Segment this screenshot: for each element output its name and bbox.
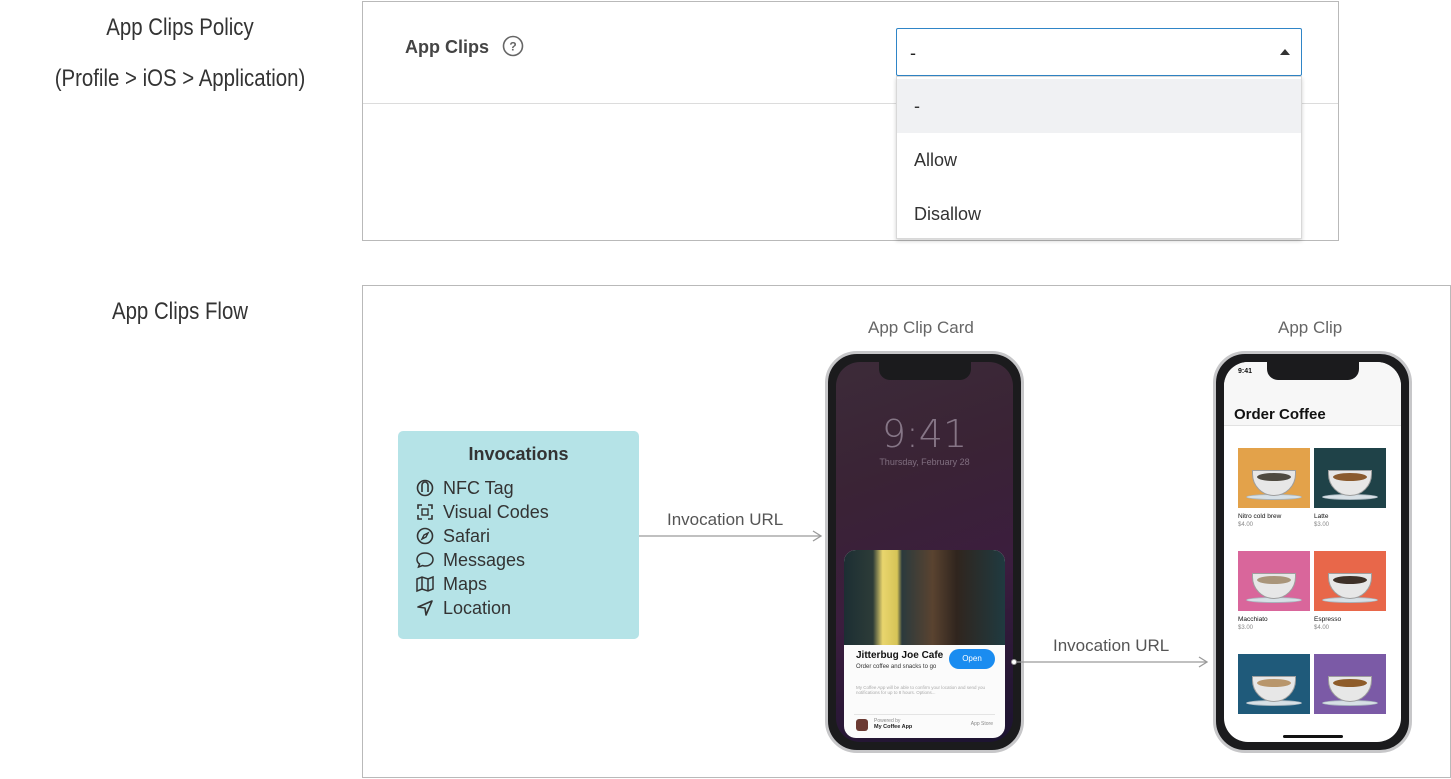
coffee-item-price: $3.00 — [1314, 522, 1330, 528]
coffee-item-price: $3.00 — [1238, 625, 1254, 631]
invocation-maps: Maps — [415, 572, 487, 596]
app-clip-caption: App Clip — [1278, 318, 1343, 337]
select-value: - — [910, 43, 916, 63]
policy-title: App Clips Policy — [106, 14, 254, 41]
invocation-url-label-2: Invocation URL — [1053, 636, 1170, 655]
card-footer: Powered by My Coffee App App Store — [854, 714, 995, 732]
card-subtitle: Order coffee and snacks to go — [856, 664, 937, 670]
lock-date: Thursday, February 28 — [879, 457, 970, 467]
home-indicator — [1282, 735, 1343, 738]
flow-title: App Clips Flow — [111, 298, 249, 325]
invocation-visual-codes: Visual Codes — [415, 500, 549, 524]
safari-compass-icon — [416, 527, 434, 545]
coffee-item-price: $4.00 — [1314, 625, 1330, 631]
coffee-cup-icon — [1328, 676, 1372, 702]
coffee-item-name: Espresso — [1314, 616, 1342, 623]
arrow-right-icon — [1011, 656, 1209, 668]
order-coffee-title: Order Coffee — [1234, 406, 1326, 423]
visual-code-icon — [417, 504, 433, 520]
coffee-app-icon — [856, 719, 868, 731]
coffee-item-tile[interactable] — [1238, 551, 1310, 611]
coffee-cup-icon — [1252, 573, 1296, 599]
coffee-item-tile[interactable] — [1238, 654, 1310, 714]
invocation-label: Messages — [443, 549, 526, 570]
phone-notch — [1266, 362, 1359, 380]
status-time: 9:41 — [1238, 368, 1253, 375]
invocation-nfc-tag: NFC Tag — [415, 476, 514, 500]
coffee-item-tile[interactable] — [1314, 551, 1386, 611]
arrow-right-icon — [639, 530, 823, 542]
invocation-label: NFC Tag — [443, 477, 514, 498]
invocation-location: Location — [415, 596, 511, 620]
invocation-url-label-1: Invocation URL — [667, 510, 784, 529]
coffee-item-tile[interactable] — [1314, 448, 1386, 508]
invocation-safari: Safari — [415, 524, 490, 548]
caret-up-icon — [1280, 49, 1290, 55]
coffee-item-tile[interactable] — [1314, 654, 1386, 714]
policy-path: (Profile > iOS > Application) — [54, 65, 306, 92]
coffee-cup-icon — [1252, 470, 1296, 496]
app-clip-screen: 9:41 Order Coffee Nitro cold brew $4.00 La… — [1224, 362, 1401, 742]
coffee-item-name: Macchiato — [1238, 616, 1268, 623]
cafe-photo — [844, 550, 1005, 645]
invocation-label: Maps — [443, 573, 488, 594]
coffee-item-tile[interactable] — [1238, 448, 1310, 508]
coffee-cup-icon — [1328, 573, 1372, 599]
coffee-item-price: $4.00 — [1238, 522, 1254, 528]
option-allow[interactable]: Allow — [914, 150, 958, 170]
app-clips-select[interactable]: - — [896, 28, 1302, 76]
coffee-cup-icon — [1328, 470, 1372, 496]
app-name: My Coffee App — [874, 724, 913, 730]
option-disallow[interactable]: Disallow — [914, 204, 982, 224]
powered-by-label: Powered by — [874, 718, 901, 724]
app-clips-policy-panel: App Clips ? - - Allow Disallow — [362, 1, 1339, 241]
open-button[interactable]: Open — [949, 649, 995, 669]
coffee-item-name: Latte — [1314, 513, 1329, 520]
lock-screen: 9:41 Thursday, February 28 Jitterbug Joe… — [836, 362, 1013, 742]
app-clips-label: App Clips — [405, 37, 489, 57]
question-circle-icon[interactable]: ? — [502, 35, 524, 57]
app-clip-card: Jitterbug Joe Cafe Order coffee and snac… — [844, 550, 1005, 738]
phone-notch — [878, 362, 971, 380]
coffee-cup-icon — [1252, 676, 1296, 702]
invocation-label: Safari — [443, 525, 491, 546]
app-clip-card-caption: App Clip Card — [868, 318, 974, 337]
invocations-box: Invocations NFC Tag Visual Codes Safari … — [398, 431, 639, 639]
divider — [363, 103, 1338, 104]
invocation-label: Location — [443, 597, 512, 618]
invocation-messages: Messages — [415, 548, 525, 572]
message-bubble-icon — [416, 552, 434, 569]
invocation-label: Visual Codes — [443, 501, 549, 522]
app-clip-phone: 9:41 Order Coffee Nitro cold brew $4.00 La… — [1213, 351, 1412, 753]
app-clips-dropdown: - Allow Disallow — [896, 76, 1302, 239]
app-store-label: App Store — [970, 721, 993, 727]
invocations-title: Invocations — [468, 444, 569, 464]
location-arrow-icon — [417, 600, 433, 616]
app-clip-card-phone: 9:41 Thursday, February 28 Jitterbug Joe… — [825, 351, 1024, 753]
map-icon — [416, 575, 434, 593]
coffee-item-name: Nitro cold brew — [1238, 513, 1282, 520]
option-dash[interactable]: - — [897, 79, 1301, 133]
lock-time: 9:41 — [881, 412, 968, 456]
svg-text:?: ? — [509, 40, 516, 54]
app-clips-flow-panel: Invocations NFC Tag Visual Codes Safari … — [362, 285, 1451, 778]
card-name: Jitterbug Joe Cafe — [856, 650, 944, 661]
card-fine-print: My Coffee App will be able to confirm yo… — [856, 685, 985, 695]
nfc-tag-icon — [416, 479, 434, 497]
